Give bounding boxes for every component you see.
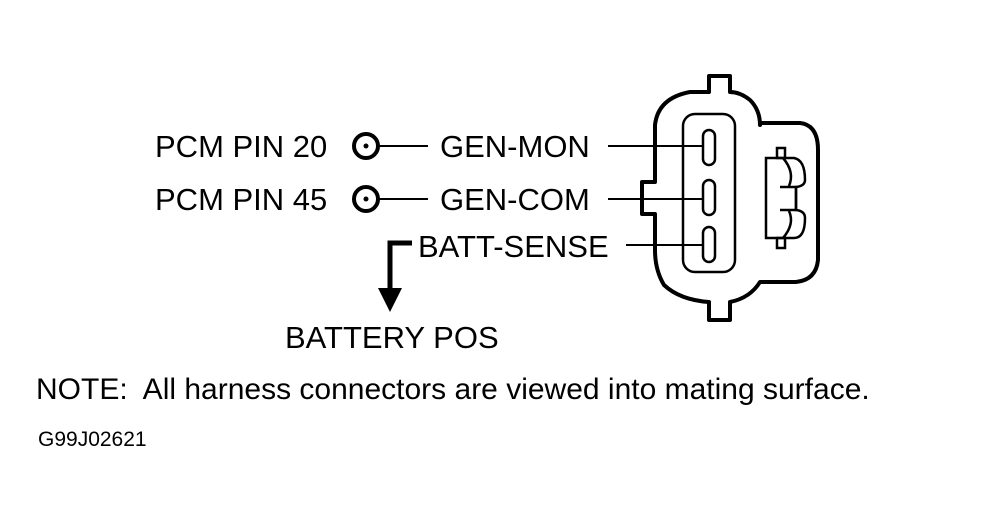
pcm-pin-45-terminal-icon: [352, 185, 380, 213]
connector-latch-icon: [764, 146, 807, 250]
terminal-cavity: [681, 112, 737, 274]
batt-sense-label: BATT-SENSE: [418, 229, 609, 264]
pcm-pin-20-label: PCM PIN 20: [155, 129, 328, 164]
gen-com-label: GEN-COM: [440, 182, 590, 217]
pcm-pin-20-terminal-icon: [352, 132, 380, 160]
note-text: NOTE: All harness connectors are viewed …: [36, 373, 870, 406]
terminal-gen-com: [701, 178, 717, 217]
terminal-gen-mon: [701, 128, 717, 167]
figure-id: G99J02621: [38, 428, 147, 451]
battery-pos-label: BATTERY POS: [285, 320, 499, 355]
connector-housing: [640, 74, 820, 322]
terminal-batt-sense: [701, 225, 717, 264]
pcm-pin-45-label: PCM PIN 45: [155, 182, 328, 217]
gen-mon-label: GEN-MON: [440, 129, 590, 164]
arrow-down-icon: [378, 288, 402, 312]
batt-sense-leader: [387, 240, 412, 290]
